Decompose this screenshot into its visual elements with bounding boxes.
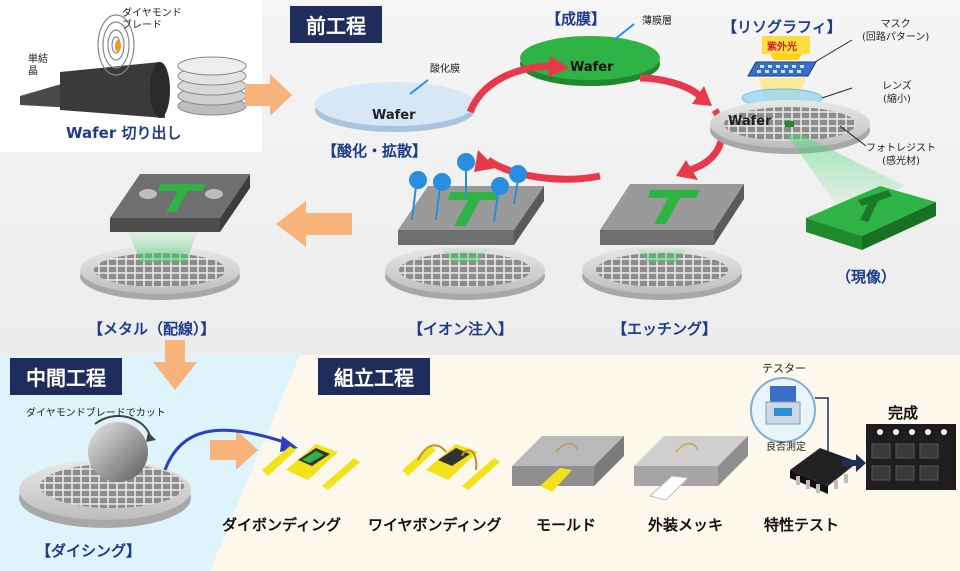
flow-arrow-ingot-to-oxidation	[245, 74, 292, 116]
dicing-step-title: 【ダイシング】	[36, 542, 142, 560]
mask-label: マスク (回路パターン)	[862, 19, 930, 43]
die-bonding-illustration	[262, 444, 360, 490]
develop-step-title: （現像）	[836, 268, 897, 286]
ion-particles	[409, 153, 527, 223]
lithography-step-title: 【リソグラフィ】	[722, 18, 842, 36]
mold-illustration	[512, 436, 624, 492]
film-step-title: 【成膜】	[546, 10, 607, 28]
dicing-note: ダイヤモンドブレードでカット	[26, 408, 166, 419]
ingot-illustration	[20, 14, 247, 118]
finished-reel-illustration	[866, 424, 956, 490]
metal-step-title: 【メタル（配線）】	[88, 320, 216, 338]
oxide-film-label: 酸化膜	[430, 64, 460, 75]
metal-chip-and-wafer	[80, 174, 250, 300]
assembly-process-header: 組立工程	[318, 358, 430, 395]
plating-illustration	[634, 436, 748, 501]
flow-arrow-ion-to-metal	[276, 201, 352, 247]
photoresist-label: フォトレジスト (感光材)	[866, 143, 936, 167]
ion-chip-and-wafer	[385, 153, 545, 300]
test-chip-illustration	[790, 448, 858, 494]
flow-arrow-metal-to-dicing	[153, 340, 197, 390]
wire-bonding-label: ワイヤボンディング	[368, 516, 502, 534]
photomask	[747, 61, 817, 77]
wire-bonding-illustration	[402, 444, 500, 490]
wafer-slicing-title: Wafer 切り出し	[66, 124, 182, 142]
tester-illustration	[750, 377, 829, 471]
middle-process-header: 中間工程	[10, 358, 122, 395]
dicing-blade	[88, 422, 148, 482]
ion-implant-step-title: 【イオン注入】	[408, 320, 514, 338]
front-process-header: 前工程	[290, 6, 382, 43]
oxidation-step-title: 【酸化・拡散】	[322, 142, 428, 160]
uv-light-label: 紫外光	[767, 42, 797, 53]
mold-label: モールド	[536, 516, 597, 534]
oxidation-wafer	[315, 79, 475, 132]
pass-fail-label: 良否測定	[766, 442, 806, 453]
developed-chip	[806, 186, 936, 250]
oxidation-wafer-label: Wafer	[372, 108, 416, 123]
etching-step-title: 【エッチング】	[612, 320, 718, 338]
finished-label: 完成	[888, 404, 919, 422]
single-crystal-label: 単結 晶	[28, 54, 48, 77]
characteristic-test-label: 特性テスト	[764, 516, 840, 534]
thin-film-label: 薄膜層	[642, 16, 672, 27]
dicing-illustration	[19, 415, 298, 528]
sliced-wafers-stack	[177, 56, 247, 116]
lens-label: レンズ (縮小)	[882, 81, 912, 105]
litho-wafer-label: Wafer	[728, 114, 772, 129]
flow-arrow-dicing-to-diebond	[210, 430, 258, 470]
tester-label: テスター	[762, 362, 806, 375]
diamond-blade-label: ダイヤモンド ブレード	[122, 8, 182, 31]
die-bonding-label: ダイボンディング	[222, 516, 341, 534]
etching-chip-and-wafer	[582, 184, 744, 300]
plating-label: 外装メッキ	[648, 516, 724, 534]
flow-arrow-to-finished	[842, 454, 866, 472]
film-wafer-label: Wafer	[570, 60, 614, 75]
